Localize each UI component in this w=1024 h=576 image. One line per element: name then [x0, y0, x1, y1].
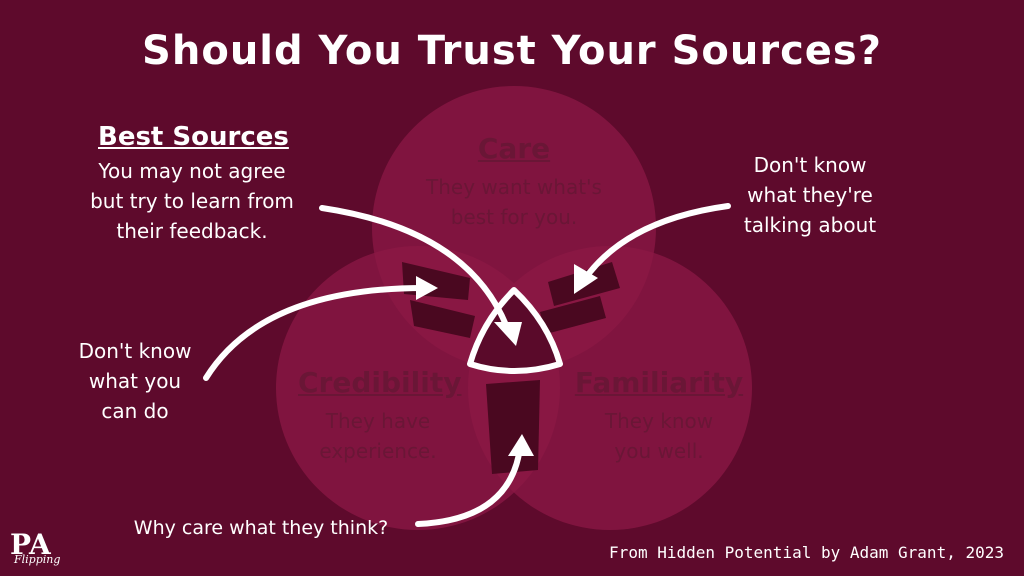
- credibility-label: Credibility: [298, 366, 462, 399]
- credibility-description: They have experience.: [298, 406, 458, 466]
- left-note-line3: can do: [101, 399, 169, 423]
- source-credit: From Hidden Potential by Adam Grant, 202…: [609, 543, 1004, 562]
- left-note-line2: what you: [88, 369, 182, 393]
- arrow-right-note: [581, 203, 731, 283]
- right-note-line1: Don't know: [753, 153, 867, 177]
- credibility-desc-line2: experience.: [319, 439, 437, 463]
- arrowhead-bottom-note: [508, 434, 534, 456]
- best-sources-line2: but try to learn from: [90, 189, 294, 213]
- familiarity-desc-line1: They know: [604, 409, 714, 433]
- page-title: Should You Trust Your Sources?: [142, 28, 882, 74]
- care-desc-line2: best for you.: [450, 205, 578, 229]
- care-desc-line1: They want what's: [426, 175, 602, 199]
- best-sources-line3: their feedback.: [116, 219, 268, 243]
- credibility-desc-line1: They have: [325, 409, 431, 433]
- logo: PA Flipping: [10, 528, 61, 567]
- arrow-left-note: [203, 285, 427, 381]
- care-label: Care: [477, 132, 551, 165]
- logo-mark: PA: [10, 528, 51, 561]
- right-note: Don't know what they're talking about: [728, 150, 892, 240]
- best-sources-title: Best Sources: [98, 122, 289, 152]
- familiarity-description: They know you well.: [574, 406, 744, 466]
- best-sources-line1: You may not agree: [98, 159, 286, 183]
- arrowhead-right-note: [574, 264, 598, 294]
- familiarity-desc-line2: you well.: [614, 439, 704, 463]
- brush-credibility-familiarity: [486, 380, 540, 474]
- right-note-line2: what they're: [747, 183, 873, 207]
- bottom-note: Why care what they think?: [133, 517, 389, 539]
- left-note-line1: Don't know: [78, 339, 192, 363]
- arrow-bottom-note: [415, 445, 523, 527]
- arrowhead-left-note: [416, 276, 438, 300]
- care-description: They want what's best for you.: [404, 172, 624, 232]
- familiarity-label: Familiarity: [574, 366, 744, 399]
- logo-subtitle: Flipping: [14, 553, 61, 566]
- best-sources-note: You may not agree but try to learn from …: [62, 156, 322, 246]
- right-note-line3: talking about: [743, 213, 877, 237]
- arrowhead-best-sources: [494, 322, 522, 346]
- left-note: Don't know what you can do: [60, 336, 210, 426]
- arrow-best-sources: [319, 205, 511, 333]
